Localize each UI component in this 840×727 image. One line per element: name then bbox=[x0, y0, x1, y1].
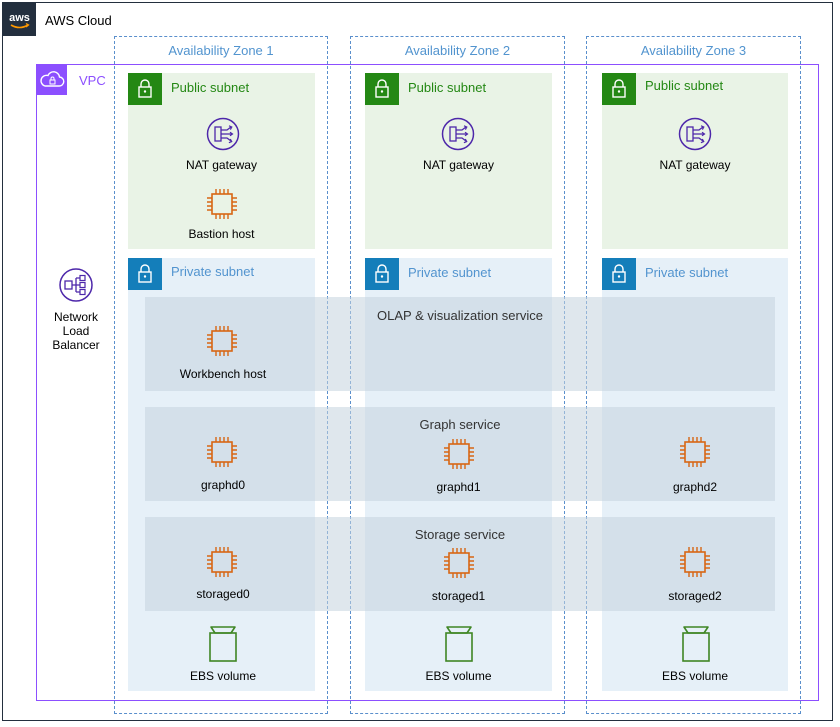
lock-icon bbox=[128, 258, 162, 290]
ec2-instance-icon bbox=[207, 189, 237, 219]
workbench-host-label: Workbench host bbox=[179, 367, 267, 381]
nlb-label-line: Load bbox=[62, 324, 90, 338]
aws-cloud-group bbox=[2, 2, 833, 721]
lock-icon bbox=[128, 73, 162, 105]
storaged0-label: storaged0 bbox=[196, 587, 250, 601]
aws-logo-icon: aws bbox=[3, 3, 36, 36]
availability-zone-3-title: Availability Zone 3 bbox=[640, 43, 747, 58]
nat-gateway-icon bbox=[441, 117, 475, 151]
nat-gateway-icon bbox=[678, 117, 712, 151]
availability-zone-1-title: Availability Zone 1 bbox=[168, 43, 274, 58]
ebs-volume-label: EBS volume bbox=[189, 669, 257, 683]
aws-cloud-title: AWS Cloud bbox=[45, 13, 112, 28]
nlb-label-line: Network bbox=[53, 310, 98, 324]
lock-icon bbox=[365, 258, 399, 290]
ec2-instance-icon bbox=[207, 326, 237, 356]
nat-gateway-label: NAT gateway bbox=[423, 158, 494, 172]
storage-service-band bbox=[145, 517, 775, 611]
ec2-instance-icon bbox=[444, 548, 474, 578]
vpc-group bbox=[36, 64, 819, 701]
graph-service-band bbox=[145, 407, 775, 501]
ec2-instance-icon bbox=[680, 547, 710, 577]
olap-service-title: OLAP & visualization service bbox=[377, 308, 543, 323]
nat-gateway-icon bbox=[206, 117, 240, 151]
ec2-instance-icon bbox=[207, 547, 237, 577]
ebs-volume-label: EBS volume bbox=[425, 669, 492, 683]
ebs-volume-label: EBS volume bbox=[661, 669, 729, 683]
graphd0-label: graphd0 bbox=[200, 478, 246, 492]
private-subnet-1-title: Private subnet bbox=[171, 264, 255, 279]
private-subnet-2-title: Private subnet bbox=[408, 265, 492, 280]
lock-icon bbox=[602, 73, 636, 105]
ebs-volume-icon bbox=[209, 626, 237, 662]
storage-service-title: Storage service bbox=[414, 527, 506, 542]
private-subnet-3-title: Private subnet bbox=[645, 265, 729, 280]
graph-service-title: Graph service bbox=[419, 417, 501, 432]
olap-service-band bbox=[145, 297, 775, 391]
storaged2-label: storaged2 bbox=[668, 589, 722, 603]
network-load-balancer-icon bbox=[59, 268, 93, 302]
nat-gateway-label: NAT gateway bbox=[659, 158, 731, 172]
lock-icon bbox=[365, 73, 399, 105]
ebs-volume-icon bbox=[682, 626, 710, 662]
ebs-volume-icon bbox=[445, 626, 473, 662]
svg-text:aws: aws bbox=[9, 12, 30, 24]
bastion-host-label: Bastion host bbox=[188, 227, 255, 241]
nlb-label-line: Balancer bbox=[52, 338, 100, 352]
graphd1-label: graphd1 bbox=[436, 480, 481, 494]
ec2-instance-icon bbox=[207, 437, 237, 467]
ec2-instance-icon bbox=[444, 439, 474, 469]
availability-zone-2-title: Availability Zone 2 bbox=[404, 43, 511, 58]
vpc-title: VPC bbox=[79, 73, 106, 88]
public-subnet-3-title: Public subnet bbox=[645, 78, 724, 93]
network-load-balancer-label: Network Load Balancer bbox=[36, 310, 116, 352]
public-subnet-1-title: Public subnet bbox=[171, 80, 250, 95]
public-subnet-2-title: Public subnet bbox=[408, 80, 487, 95]
ec2-instance-icon bbox=[680, 437, 710, 467]
graphd2-label: graphd2 bbox=[672, 480, 718, 494]
vpc-cloud-icon bbox=[37, 65, 67, 95]
storaged1-label: storaged1 bbox=[431, 589, 486, 603]
nat-gateway-label: NAT gateway bbox=[186, 158, 257, 172]
lock-icon bbox=[602, 258, 636, 290]
